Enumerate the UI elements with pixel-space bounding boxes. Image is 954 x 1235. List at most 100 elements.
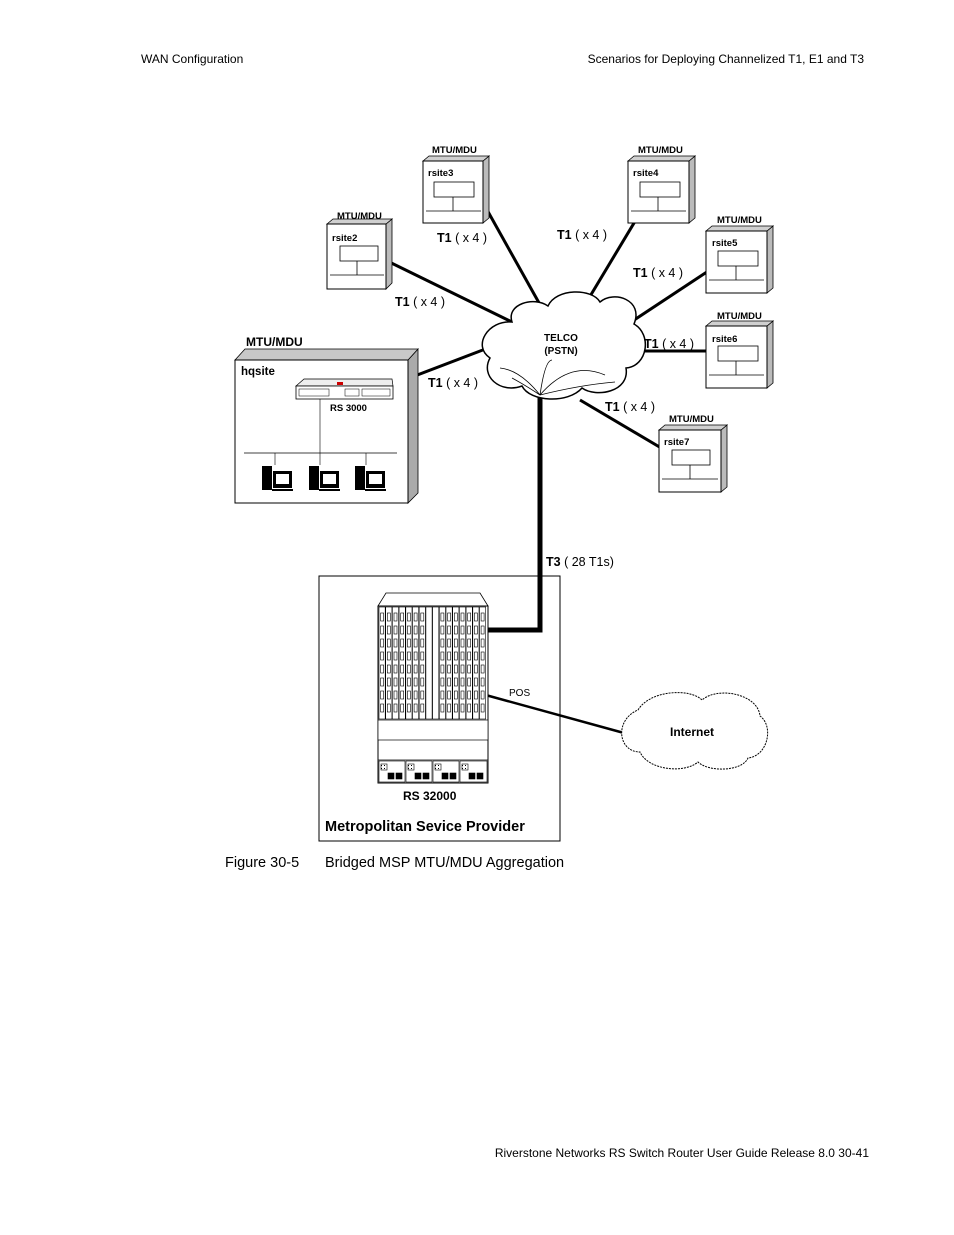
line-card-port <box>447 612 451 622</box>
line-card-port <box>400 677 405 687</box>
link-labels: T1 ( x 4 ) T1 ( x 4 ) T1 ( x 4 ) T1 ( x … <box>395 228 694 699</box>
line-card-slot <box>459 606 466 720</box>
line-card-port <box>393 638 398 648</box>
line-card-slot <box>425 606 433 720</box>
site-name: rsite5 <box>712 238 738 249</box>
line-card-port <box>453 703 458 713</box>
line-card-port <box>447 677 451 687</box>
line-card-port <box>474 612 478 622</box>
line-card-port <box>420 612 425 622</box>
line-card-slot <box>479 606 486 720</box>
line-card-slot <box>405 606 413 720</box>
line-card-port <box>474 638 478 648</box>
line-card-slot <box>465 606 473 720</box>
line-card-port <box>474 690 478 700</box>
line-card-port <box>400 651 405 661</box>
line-card-port <box>420 664 425 674</box>
link-rsite2 <box>372 252 513 324</box>
mtu-label: MTU/MDU <box>432 145 477 156</box>
header-chapter-title: Scenarios for Deploying Channelized T1, … <box>587 52 864 66</box>
hq-group-label: MTU/MDU <box>246 335 303 349</box>
site-name: rsite4 <box>633 168 659 179</box>
site-rsite4: MTU/MDU rsite4 <box>626 145 697 224</box>
line-card-port <box>386 677 391 687</box>
pos-link <box>481 692 625 735</box>
line-card-port <box>460 651 465 661</box>
line-card-port <box>380 638 384 648</box>
line-card-port <box>453 664 458 674</box>
internet-label: Internet <box>670 725 714 739</box>
line-card-port <box>407 677 411 687</box>
link-rsite7 <box>579 398 674 457</box>
line-card-port <box>480 677 485 687</box>
label-t3: T3 ( 28 T1s) <box>546 555 614 569</box>
t3-link <box>480 395 543 633</box>
line-card-port <box>447 690 451 700</box>
line-card-port <box>380 703 384 713</box>
line-card-port <box>440 664 445 674</box>
line-card-port <box>386 651 391 661</box>
line-card-port <box>440 612 445 622</box>
line-card-port <box>440 651 445 661</box>
site-rsite5: MTU/MDU rsite5 <box>704 215 775 294</box>
line-card-port <box>480 625 485 635</box>
line-card-port <box>400 638 405 648</box>
line-card-port <box>467 703 472 713</box>
line-card-port <box>453 612 458 622</box>
workstation-2 <box>309 453 340 491</box>
line-card-port <box>440 638 445 648</box>
line-card-port <box>453 625 458 635</box>
line-card-port <box>393 664 398 674</box>
site-hqsite: MTU/MDU hqsite RS 3000 <box>234 335 419 504</box>
line-card-port <box>453 677 458 687</box>
site-name: rsite3 <box>428 168 453 179</box>
line-card-port <box>440 703 445 713</box>
internet-cloud: Internet <box>621 692 769 770</box>
line-card-port <box>467 690 472 700</box>
site-name: rsite7 <box>664 437 689 448</box>
site-name: rsite6 <box>712 334 737 345</box>
line-card-port <box>440 690 445 700</box>
line-card-port <box>480 703 485 713</box>
line-card-port <box>380 625 384 635</box>
line-card-port <box>386 703 391 713</box>
line-card-port <box>380 651 384 661</box>
line-card-port <box>413 612 418 622</box>
line-card-port <box>467 664 472 674</box>
mtu-label: MTU/MDU <box>337 211 382 222</box>
line-card-port <box>460 690 465 700</box>
line-card-port <box>420 703 425 713</box>
line-card-slot <box>472 606 480 720</box>
line-card-port <box>420 677 425 687</box>
site-rsite6: MTU/MDU rsite6 <box>704 311 775 389</box>
label-rsite4: T1 ( x 4 ) <box>557 228 607 242</box>
hq-site-name: hqsite <box>241 366 275 378</box>
page-footer: Riverstone Networks RS Switch Router Use… <box>494 1146 869 1160</box>
line-card-port <box>400 625 405 635</box>
line-card-port <box>480 664 485 674</box>
line-card-port <box>407 651 411 661</box>
line-card-port <box>480 638 485 648</box>
line-card-port <box>447 651 451 661</box>
line-card-slot <box>392 606 399 720</box>
line-card-slot <box>432 606 440 720</box>
line-card-port <box>474 625 478 635</box>
line-card-port <box>474 651 478 661</box>
line-card-port <box>393 612 398 622</box>
label-rsite2: T1 ( x 4 ) <box>395 295 445 309</box>
workstation-3 <box>355 453 386 491</box>
line-card-port <box>386 690 391 700</box>
header-section-title: WAN Configuration <box>141 52 244 66</box>
rs3000-label: RS 3000 <box>330 403 367 414</box>
line-card-port <box>400 703 405 713</box>
line-card-port <box>393 625 398 635</box>
line-card-port <box>467 651 472 661</box>
line-card-port <box>407 703 411 713</box>
line-card-port <box>420 690 425 700</box>
line-card-slot <box>398 606 406 720</box>
line-card-port <box>380 612 384 622</box>
site-name: rsite2 <box>332 233 357 244</box>
site-rsite7: MTU/MDU rsite7 <box>657 414 729 493</box>
